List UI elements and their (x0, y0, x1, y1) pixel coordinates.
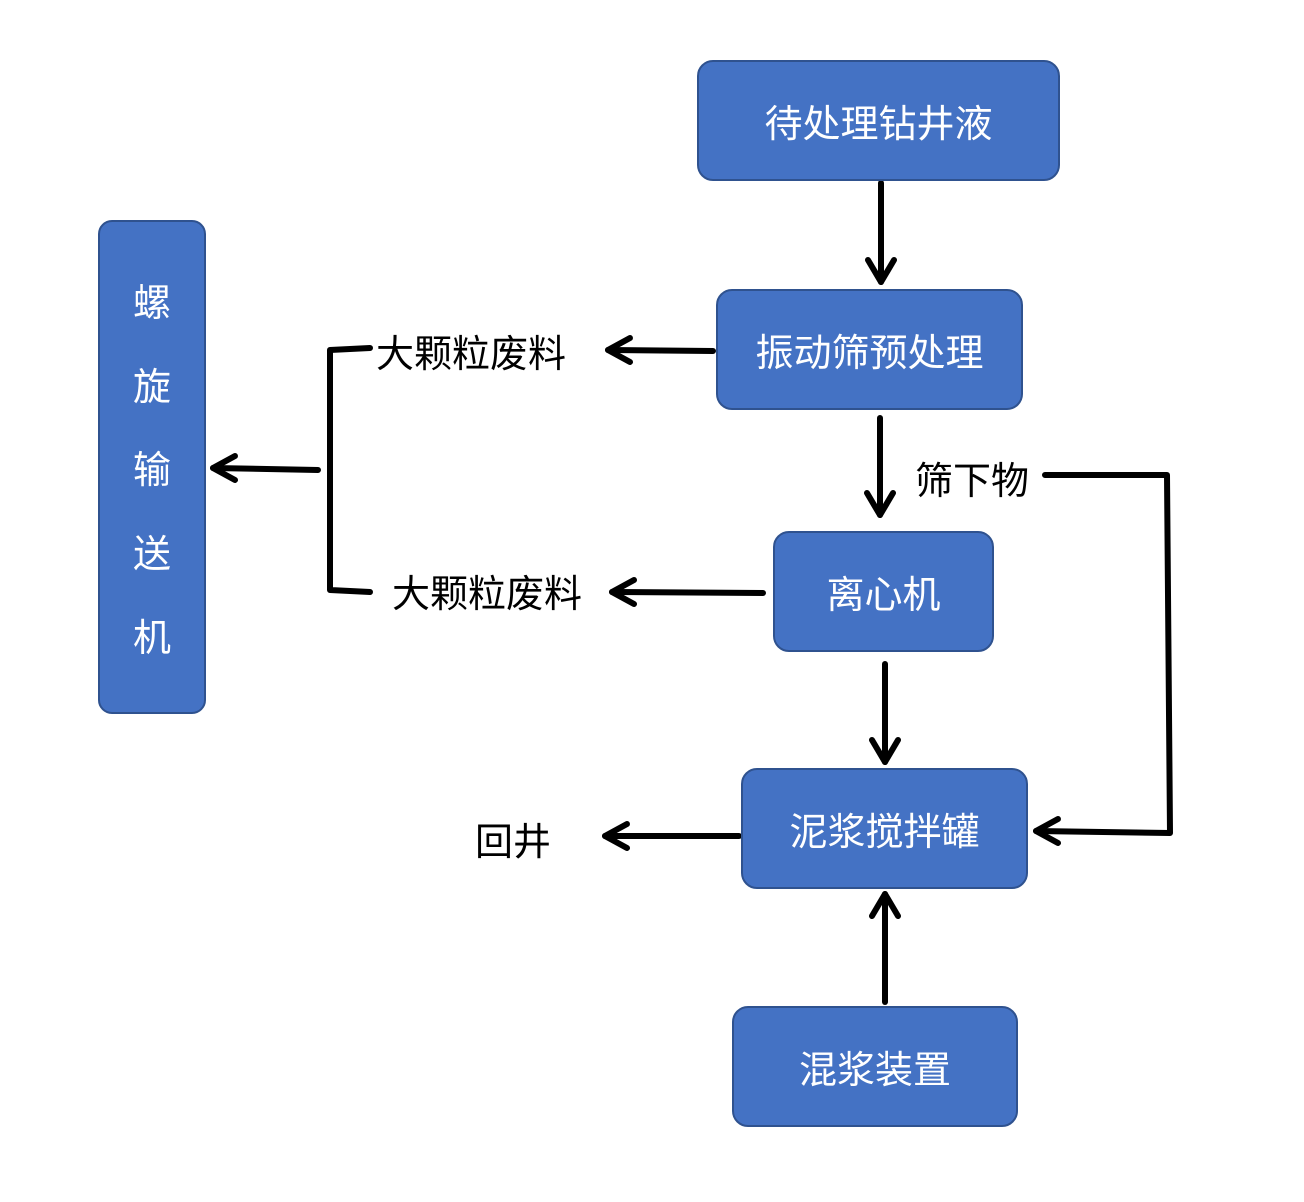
node-mud-mixing-tank-label: 泥浆搅拌罐 (789, 810, 980, 854)
arrow-tank-to-well (602, 821, 742, 851)
node-raw-drilling-fluid: 待处理钻井液 (697, 60, 1060, 181)
arrow-centrifuge-to-tank (869, 661, 901, 765)
label-underflow: 筛下物 (915, 459, 1030, 503)
arrow-mixer-to-tank (869, 891, 901, 1005)
arrow-shaker-to-waste-top (605, 335, 716, 365)
node-raw-drilling-fluid-label: 待处理钻井液 (764, 102, 993, 146)
arrow-waste-to-conveyor (210, 453, 321, 483)
node-centrifuge: 离心机 (773, 531, 994, 652)
node-shaker-pretreatment-label: 振动筛预处理 (755, 331, 984, 375)
arrow-raw-to-shaker (865, 180, 897, 285)
node-centrifuge-label: 离心机 (826, 573, 941, 617)
screw-conveyor-char: 机 (132, 615, 171, 660)
arrow-underflow-to-tank (1033, 472, 1173, 846)
node-screw-conveyor: 螺 旋 输 送 机 (98, 220, 206, 714)
label-waste-bottom: 大颗粒废料 (392, 572, 583, 616)
screw-conveyor-char: 送 (132, 532, 171, 577)
label-waste-top: 大颗粒废料 (376, 332, 567, 376)
node-mud-mixing-tank: 泥浆搅拌罐 (741, 768, 1028, 889)
node-mixing-device-label: 混浆装置 (798, 1048, 951, 1092)
screw-conveyor-char: 输 (132, 448, 171, 493)
screw-conveyor-char: 旋 (132, 364, 171, 409)
screw-conveyor-char: 螺 (132, 281, 171, 326)
arrow-centrifuge-to-waste-bottom (609, 577, 766, 607)
node-shaker-pretreatment: 振动筛预处理 (716, 289, 1023, 410)
waste-bracket (327, 345, 373, 595)
node-mixing-device: 混浆装置 (732, 1006, 1018, 1127)
label-return-well: 回井 (475, 820, 552, 864)
arrow-shaker-to-centrifuge (864, 415, 896, 518)
